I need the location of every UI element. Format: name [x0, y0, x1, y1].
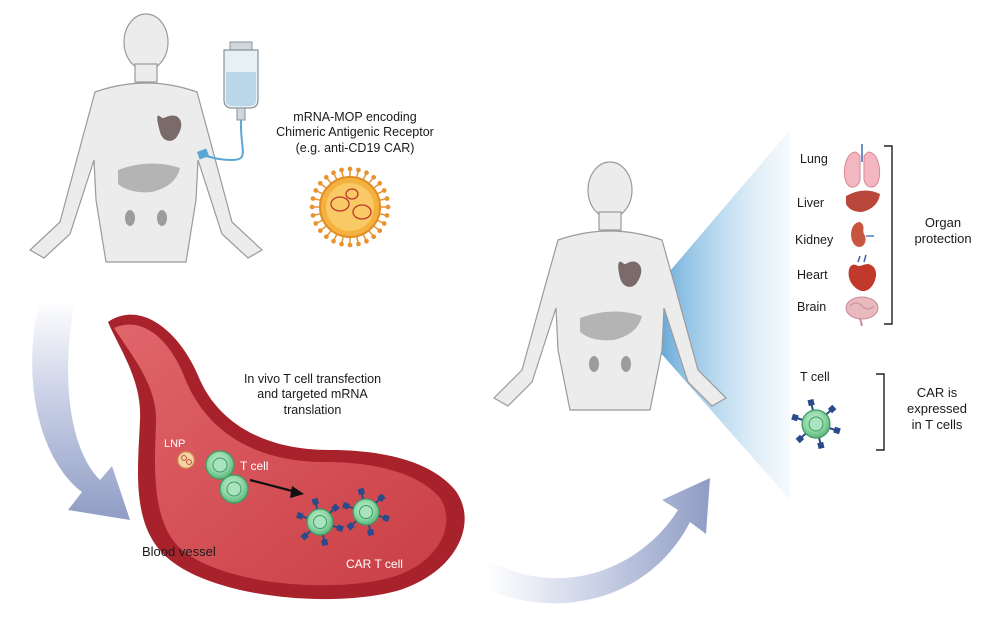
car-receptor-head	[300, 532, 309, 541]
lnp-label: LNP	[164, 438, 186, 450]
mop-label-line-2: Chimeric Antigenic Receptor	[276, 125, 434, 140]
blood-vessel-label: Blood vessel	[142, 544, 216, 559]
liver-icon	[118, 163, 180, 193]
organ-protection-line-1: Organ	[924, 215, 962, 230]
car-receptor-head	[791, 413, 799, 422]
car-receptor-head	[331, 503, 340, 512]
organ-label-brain: Brain	[797, 300, 827, 314]
tcell-vessel-label: T cell	[240, 459, 269, 473]
kidney-icon	[125, 210, 167, 226]
liver-icon	[846, 190, 880, 212]
car-expressed-line-1: CAR is	[916, 385, 958, 400]
organ-protection-label: Organ protection	[898, 215, 988, 247]
mop-label-line-3: (e.g. anti-CD19 CAR)	[295, 140, 415, 155]
car-receptor-head	[311, 497, 319, 506]
car-receptor-head	[382, 514, 390, 522]
car-receptor-head	[357, 487, 365, 496]
cell-nucleus	[313, 515, 327, 529]
tcell-bracket	[876, 373, 885, 451]
iv-bag-icon	[196, 41, 259, 162]
lung-icon	[843, 144, 881, 188]
heart-icon	[848, 254, 877, 292]
car-receptor-head	[342, 502, 350, 510]
curved-arrow-icon	[488, 478, 710, 604]
car-expressed-line-2: expressed	[907, 400, 967, 416]
car-receptor-head	[807, 398, 815, 407]
organ-label-lung: Lung	[800, 152, 828, 166]
t-cell-icon	[219, 474, 249, 504]
mop-label: mRNA-MOP encoding Chimeric Antigenic Rec…	[270, 110, 440, 156]
nanoparticle-icon	[177, 451, 195, 469]
organ-label-heart: Heart	[797, 268, 828, 282]
transfection-label-line-3: translation	[283, 402, 342, 417]
car-receptor-head	[795, 434, 805, 444]
kidney-icon	[589, 356, 631, 372]
car-receptor-head	[367, 528, 375, 537]
tcell-right-label: T cell	[800, 370, 830, 384]
car-receptor-head	[827, 404, 837, 414]
organ-projection-cone	[630, 130, 790, 500]
transfection-label: In vivo T cell transfection and targeted…	[230, 372, 395, 418]
nanoparticle-icon	[309, 166, 391, 248]
car-expressed-label: CAR is expressed in T cells	[892, 385, 982, 433]
car-receptor-head	[377, 493, 386, 502]
car-expressed-line-3: in T cells	[911, 416, 963, 432]
liver-icon	[580, 311, 642, 341]
heart-icon	[157, 115, 182, 141]
heart-icon	[618, 261, 642, 287]
transfection-arrow	[249, 478, 304, 498]
organ-bracket	[884, 145, 893, 325]
organ-protection-line-2: protection	[914, 230, 972, 246]
transfection-label-line-2: and targeted mRNA	[257, 387, 368, 402]
car-receptor-head	[296, 512, 304, 520]
car-t-cell-icon	[296, 497, 344, 547]
car-tcell-label: CAR T cell	[346, 557, 403, 571]
curved-arrow-icon	[32, 300, 130, 520]
car-t-cell-icon	[342, 487, 390, 537]
organ-label-liver: Liver	[797, 196, 825, 210]
car-receptor-head	[346, 522, 355, 531]
t-cell-icon	[205, 450, 235, 480]
car-receptor-head	[817, 441, 825, 450]
cell-nucleus	[359, 505, 373, 519]
car-receptor-head	[833, 426, 841, 435]
cell-nucleus	[808, 416, 824, 432]
organ-label-kidney: Kidney	[795, 233, 834, 247]
kidney-icon	[851, 222, 874, 247]
transfection-label-line-1: In vivo T cell transfection	[243, 372, 382, 386]
brain-icon	[845, 296, 879, 327]
car-receptor-head	[321, 538, 329, 547]
mop-label-line-1: mRNA-MOP encoding	[293, 110, 417, 124]
car-receptor-head	[336, 524, 344, 532]
car-t-cell-icon	[791, 398, 841, 450]
